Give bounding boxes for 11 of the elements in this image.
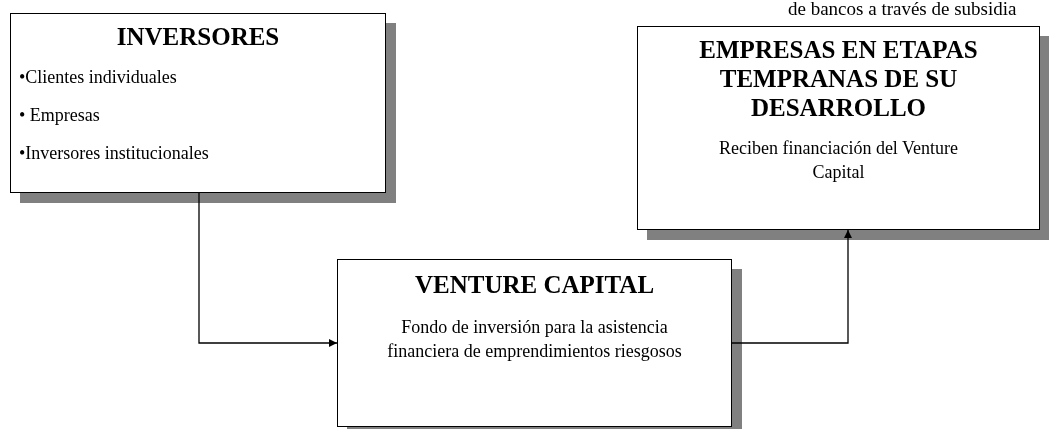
box-description: Reciben financiación del Venture Capital bbox=[717, 137, 960, 184]
list-item: • Empresas bbox=[19, 104, 101, 127]
arrow bbox=[198, 192, 338, 347]
box-description: Fondo de inversión para la asistencia financiera de emprendimientos riesgosos bbox=[386, 316, 683, 363]
box-heading: VENTURE CAPITAL bbox=[413, 270, 656, 299]
box-heading: EMPRESAS EN ETAPAS TEMPRANAS DE SU DESARROLLO bbox=[698, 35, 979, 122]
arrow bbox=[731, 229, 852, 344]
list-item: •Clientes individuales bbox=[19, 66, 178, 89]
list-item: •Inversores institucionales bbox=[19, 142, 210, 165]
note-text: de bancos a través de subsidia bbox=[788, 0, 1017, 20]
box-heading: INVERSORES bbox=[115, 22, 281, 51]
